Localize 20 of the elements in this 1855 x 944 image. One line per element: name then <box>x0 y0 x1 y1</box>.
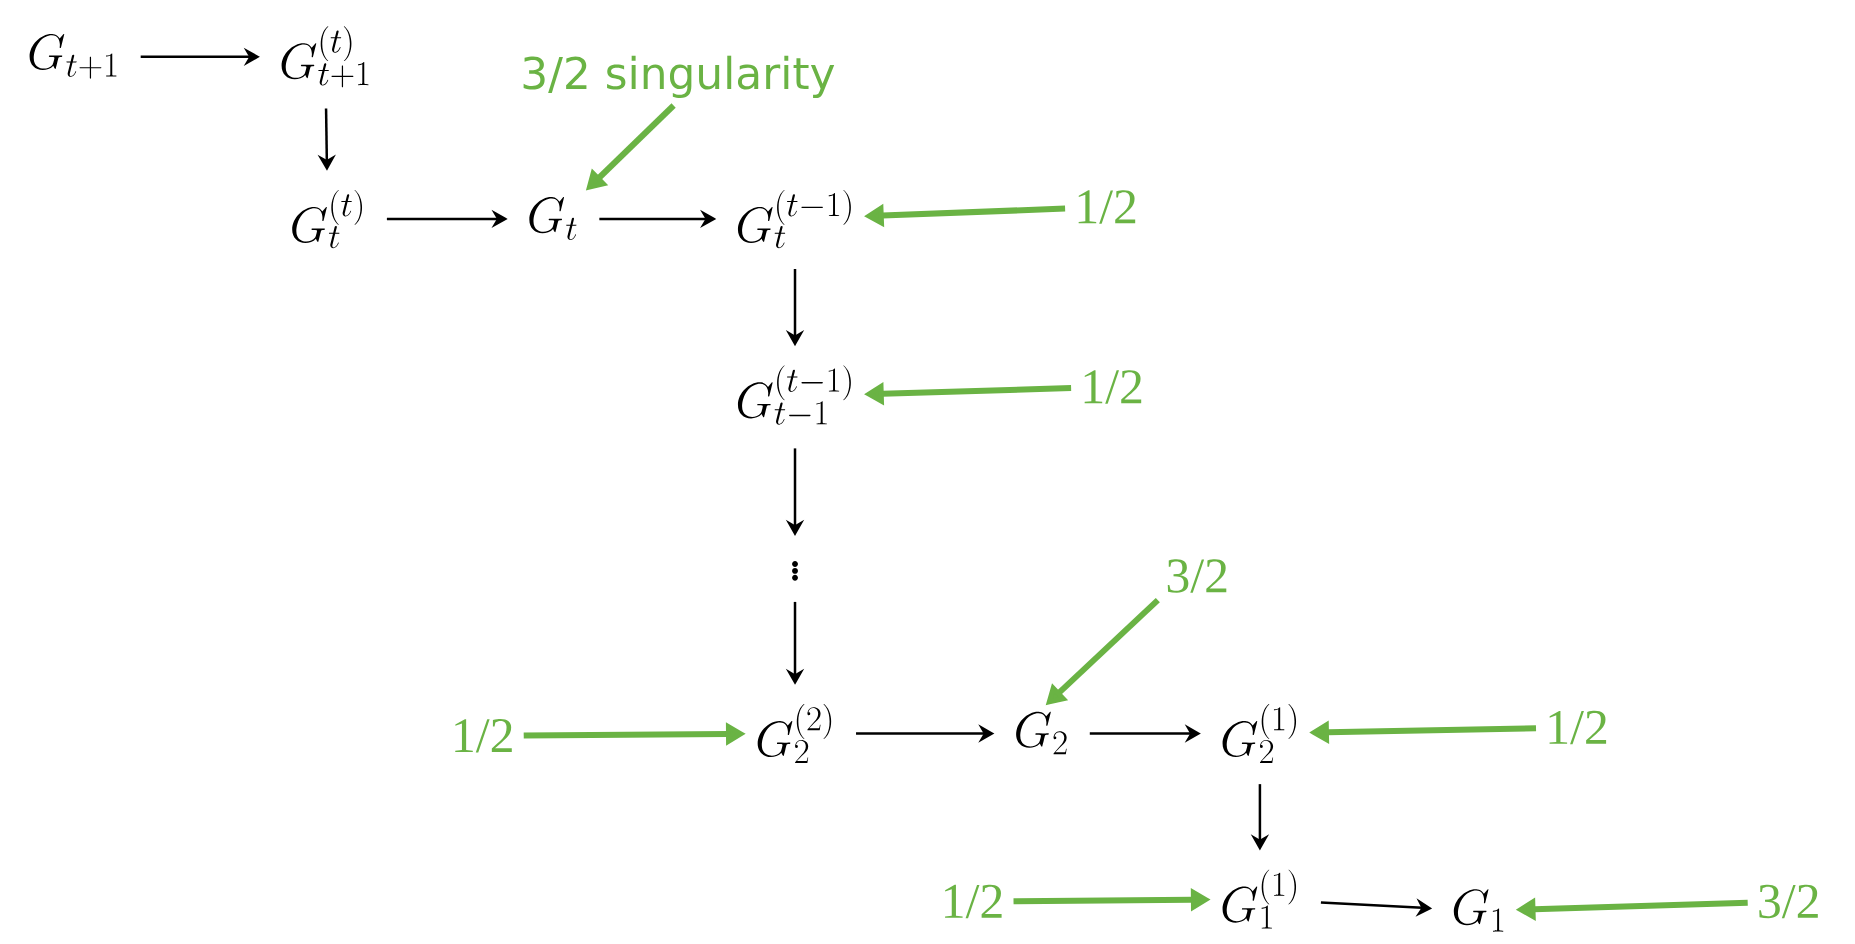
math-term: $G_2$ <box>1016 711 1067 755</box>
math-term: $G^{(2)}_2$ <box>757 704 832 763</box>
annotation-label: 1/2 <box>1084 370 1142 404</box>
annotation-label: 3/2 <box>1167 559 1227 593</box>
math-term: $G^{(1)}_2$ <box>1222 704 1297 763</box>
annotation-label: 1/2 <box>1078 190 1136 224</box>
math-term: $G_{t+1}$ <box>29 33 117 79</box>
math-term: $\vdots$ <box>792 561 798 581</box>
annotation-label: 1/2 <box>945 884 1002 919</box>
math-term: $G^{(t)}_{t+1}$ <box>281 26 369 88</box>
math-term: $G^{(t-1)}_{t-1}$ <box>737 365 851 425</box>
annotation-label: 3/2 <box>1759 884 1818 919</box>
annotation-label: 1/2 <box>455 719 512 753</box>
math-term: $G^{(1)}_1$ <box>1222 869 1297 929</box>
annotation-label: 1/2 <box>1549 710 1607 745</box>
annotation-label: 3/2 singularity <box>523 55 835 99</box>
math-term: $G^{(t)}_t$ <box>292 189 363 249</box>
math-term: $G_1$ <box>1453 889 1504 932</box>
math-term: $G_t$ <box>529 197 577 240</box>
math-term: $G^{(t-1)}_t$ <box>737 189 851 249</box>
